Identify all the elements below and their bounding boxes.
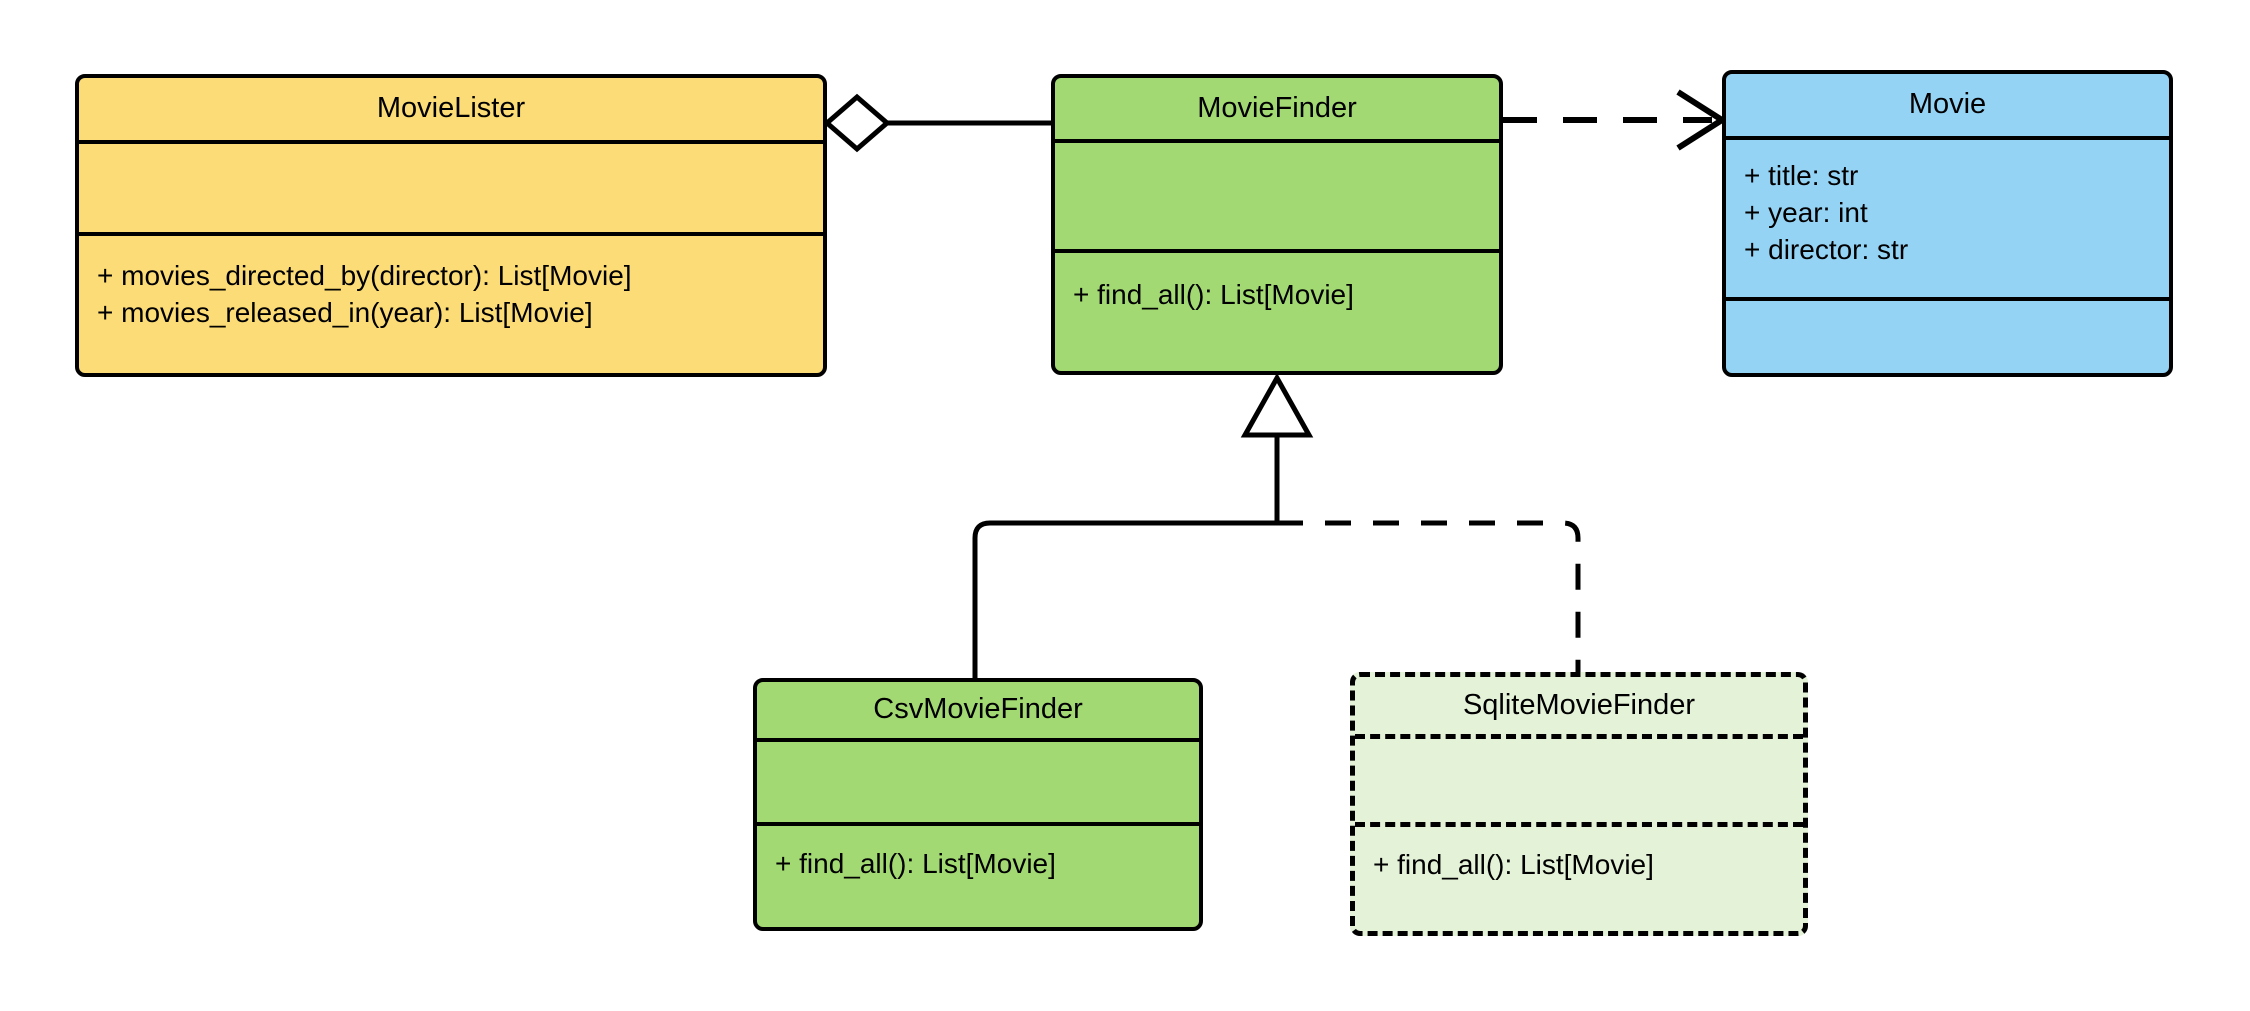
- class-operation-item: + find_all(): List[Movie]: [775, 848, 1056, 879]
- class-attribute-item: + director: str: [1744, 233, 1909, 265]
- generalization-sqlitemoviefinder-moviefinder: [1277, 520, 1581, 672]
- class-name-label: CsvMovieFinder: [873, 693, 1083, 726]
- dependency-moviefinder-movie: [1503, 89, 1728, 151]
- class-name-label: MovieFinder: [1197, 91, 1357, 124]
- class-name-label: MovieLister: [376, 92, 526, 125]
- class-operations-compartment: + find_all(): List[Movie]: [1055, 253, 1499, 371]
- class-name-compartment: MovieLister: [79, 78, 823, 144]
- class-operations-compartment: + movies_directed_by(director): List[Mov…: [79, 236, 823, 373]
- class-operation-item: + movies_released_in(year): List[Movie]: [97, 296, 593, 328]
- class-attributes-compartment: [1355, 739, 1803, 827]
- class-operation-item: + find_all(): List[Movie]: [1073, 279, 1354, 310]
- open-arrow-marker: [1676, 89, 1728, 151]
- class-name-label: Movie: [1908, 88, 1987, 121]
- class-box-moviefinder[interactable]: MovieFinder + find_all(): List[Movie]: [1051, 74, 1503, 375]
- class-name-label: SqliteMovieFinder: [1462, 688, 1696, 721]
- class-name-compartment: CsvMovieFinder: [757, 682, 1199, 742]
- class-operation-item: + find_all(): List[Movie]: [1373, 849, 1654, 880]
- class-attributes-compartment: [757, 742, 1199, 826]
- class-attribute-item: + year: int: [1744, 196, 1868, 228]
- class-box-movielister[interactable]: MovieLister + movies_directed_by(directo…: [75, 74, 827, 377]
- generalization-csvmoviefinder-moviefinder: [972, 520, 1277, 678]
- hollow-diamond-marker: [823, 93, 891, 153]
- class-box-csvmoviefinder[interactable]: CsvMovieFinder + find_all(): List[Movie]: [753, 678, 1203, 931]
- aggregation-movielister-moviefinder: [823, 93, 1051, 153]
- class-operations-compartment: + find_all(): List[Movie]: [1355, 827, 1803, 931]
- generalization-trunk: [1240, 372, 1314, 523]
- class-operations-compartment: + find_all(): List[Movie]: [757, 826, 1199, 927]
- class-name-compartment: SqliteMovieFinder: [1355, 677, 1803, 739]
- class-attributes-compartment: [1055, 143, 1499, 253]
- class-attribute-item: + title: str: [1744, 160, 1859, 191]
- hollow-triangle-marker: [1240, 372, 1314, 438]
- class-name-compartment: MovieFinder: [1055, 78, 1499, 143]
- class-name-compartment: Movie: [1726, 74, 2169, 140]
- class-attributes-compartment: + title: str + year: int + director: str: [1726, 140, 2169, 301]
- class-box-movie[interactable]: Movie + title: str + year: int + directo…: [1722, 70, 2173, 377]
- class-operations-compartment: [1726, 301, 2169, 373]
- class-operation-item: + movies_directed_by(director): List[Mov…: [97, 260, 632, 291]
- class-attributes-compartment: [79, 144, 823, 236]
- generalization-branch-dashed: [1277, 520, 1581, 672]
- class-box-sqlitemoviefinder[interactable]: SqliteMovieFinder + find_all(): List[Mov…: [1350, 672, 1808, 936]
- generalization-branch-solid: [972, 520, 1277, 678]
